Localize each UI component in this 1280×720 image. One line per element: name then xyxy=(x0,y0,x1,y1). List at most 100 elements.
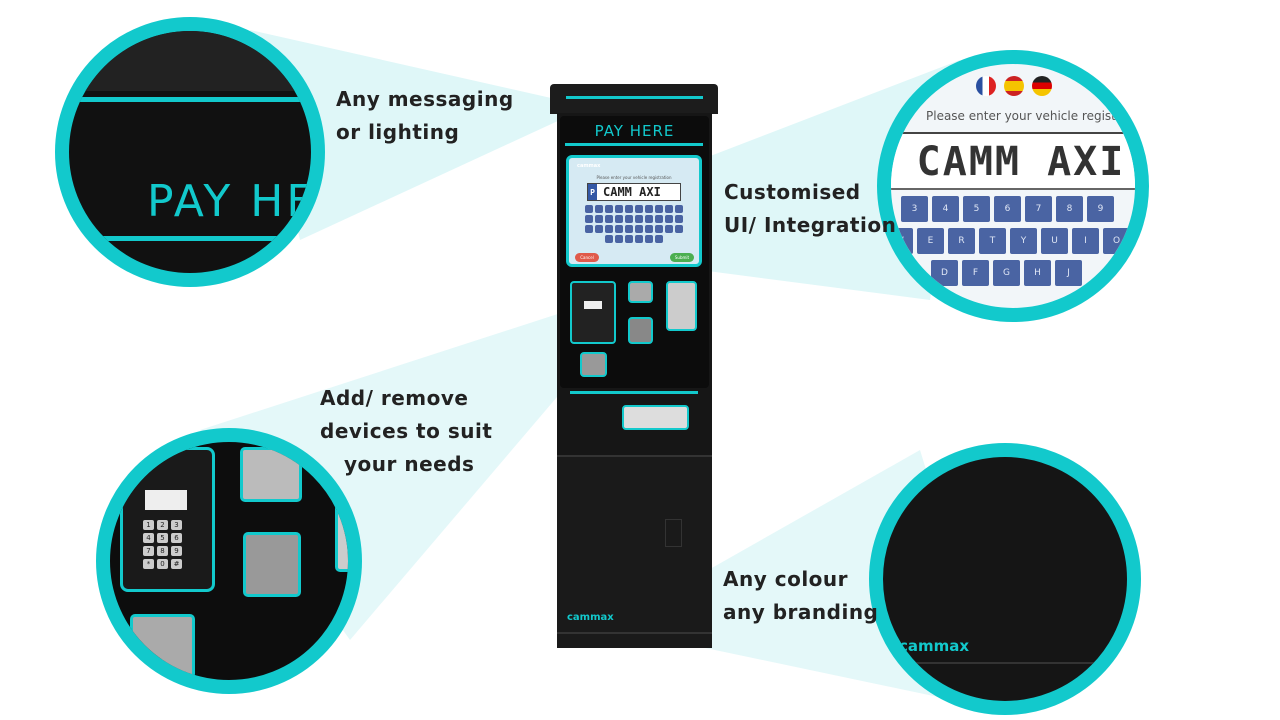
keypad-key[interactable]: 5 xyxy=(157,533,168,543)
coin-slot[interactable] xyxy=(666,281,697,331)
key[interactable]: 7 xyxy=(1025,196,1052,222)
keypad-key[interactable]: 2 xyxy=(157,520,168,530)
keypad-key[interactable]: 4 xyxy=(143,533,154,543)
key-row-3: D F G H J xyxy=(931,260,1082,286)
screen-key[interactable] xyxy=(665,225,673,233)
screen-key[interactable] xyxy=(615,215,623,223)
screen-key[interactable] xyxy=(635,205,643,213)
ticket-dispenser[interactable] xyxy=(622,405,689,430)
sign-text-zoom: PAY HE xyxy=(147,176,318,227)
brand-zoom: cammax xyxy=(899,637,970,655)
ticket-printer[interactable] xyxy=(580,352,607,377)
screen-key[interactable] xyxy=(595,205,603,213)
scanner-zoom xyxy=(243,532,301,597)
screen-key[interactable] xyxy=(585,215,593,223)
screen-key[interactable] xyxy=(675,215,683,223)
screen-key[interactable] xyxy=(605,225,613,233)
keypad-key[interactable]: 7 xyxy=(143,546,154,556)
keypad-key[interactable]: 8 xyxy=(157,546,168,556)
screen-key[interactable] xyxy=(595,215,603,223)
key[interactable]: 9 xyxy=(1087,196,1114,222)
keypad-key[interactable]: 1 xyxy=(143,520,154,530)
screen-key[interactable] xyxy=(615,235,623,243)
key[interactable]: F xyxy=(962,260,989,286)
coin-slot-zoom xyxy=(335,482,348,572)
screen-key[interactable] xyxy=(625,225,633,233)
screen-key[interactable] xyxy=(615,225,623,233)
key-row-1: 3 4 5 6 7 8 9 xyxy=(901,196,1114,222)
key[interactable]: 5 xyxy=(963,196,990,222)
key[interactable]: G xyxy=(993,260,1020,286)
screen-key[interactable] xyxy=(645,235,653,243)
key[interactable]: Y xyxy=(1010,228,1037,254)
screen-key[interactable] xyxy=(635,225,643,233)
barcode-scanner[interactable] xyxy=(628,317,653,344)
kiosk-brand: cammax xyxy=(567,612,614,623)
screen-key[interactable] xyxy=(605,235,613,243)
screen-key[interactable] xyxy=(665,205,673,213)
flag-france-icon[interactable] xyxy=(976,76,996,96)
screen-key[interactable] xyxy=(625,205,633,213)
screen-key[interactable] xyxy=(655,225,663,233)
screen-key[interactable] xyxy=(655,205,663,213)
key-row-2: W E R T Y U I O xyxy=(891,228,1130,254)
submit-button[interactable]: Submit xyxy=(670,253,694,262)
flag-germany-icon[interactable] xyxy=(1032,76,1052,96)
plate-text: CAMM AXI xyxy=(603,185,661,199)
screen-key[interactable] xyxy=(595,225,603,233)
plate-zoom: CAMM AXI xyxy=(891,132,1135,190)
card-reader-zoom: 1 2 3 4 5 6 7 8 9 * 0 # xyxy=(120,447,215,592)
keypad-key[interactable]: 9 xyxy=(171,546,182,556)
zoom-circle-branding: cammax xyxy=(869,443,1141,715)
key[interactable]: R xyxy=(948,228,975,254)
parking-icon: P xyxy=(588,184,597,200)
key[interactable]: O xyxy=(1103,228,1130,254)
contactless-reader[interactable] xyxy=(628,281,653,303)
keypad-key[interactable]: * xyxy=(143,559,154,569)
key[interactable]: 6 xyxy=(994,196,1021,222)
keypad-key[interactable]: 0 xyxy=(157,559,168,569)
keypad-key[interactable]: # xyxy=(171,559,182,569)
card-reader[interactable] xyxy=(570,281,616,344)
flag-spain-icon[interactable] xyxy=(1004,76,1024,96)
zoom-circle-ui: Please enter your vehicle registration C… xyxy=(877,50,1149,322)
key[interactable]: D xyxy=(931,260,958,286)
screen-key[interactable] xyxy=(635,235,643,243)
screen-key[interactable] xyxy=(675,225,683,233)
key[interactable]: 4 xyxy=(932,196,959,222)
screen-key[interactable] xyxy=(615,205,623,213)
key[interactable]: J xyxy=(1055,260,1082,286)
screen-key[interactable] xyxy=(645,205,653,213)
screen-plate[interactable]: P CAMM AXI xyxy=(587,183,681,201)
screen-key[interactable] xyxy=(605,215,613,223)
screen-key[interactable] xyxy=(645,225,653,233)
key[interactable]: E xyxy=(917,228,944,254)
cancel-button[interactable]: Cancel xyxy=(575,253,599,262)
contactless-reader-zoom xyxy=(240,447,302,502)
screen-key[interactable] xyxy=(655,235,663,243)
screen-key[interactable] xyxy=(675,205,683,213)
screen-keyboard xyxy=(581,205,687,243)
key[interactable]: H xyxy=(1024,260,1051,286)
keypad-key[interactable]: 3 xyxy=(171,520,182,530)
screen-key[interactable] xyxy=(625,215,633,223)
kiosk-top-cap xyxy=(550,84,718,114)
key[interactable]: W xyxy=(891,228,913,254)
screen-key[interactable] xyxy=(625,235,633,243)
screen-key[interactable] xyxy=(585,205,593,213)
screen-key[interactable] xyxy=(605,205,613,213)
key[interactable]: T xyxy=(979,228,1006,254)
screen-key[interactable] xyxy=(635,215,643,223)
screen-key[interactable] xyxy=(585,225,593,233)
key[interactable]: U xyxy=(1041,228,1068,254)
key[interactable]: 3 xyxy=(901,196,928,222)
screen-key[interactable] xyxy=(665,215,673,223)
screen-key[interactable] xyxy=(655,215,663,223)
key[interactable]: I xyxy=(1072,228,1099,254)
screen-key[interactable] xyxy=(645,215,653,223)
keypad-key[interactable]: 6 xyxy=(171,533,182,543)
kiosk-screen[interactable]: cammax Please enter your vehicle registr… xyxy=(566,155,702,267)
key[interactable]: 8 xyxy=(1056,196,1083,222)
